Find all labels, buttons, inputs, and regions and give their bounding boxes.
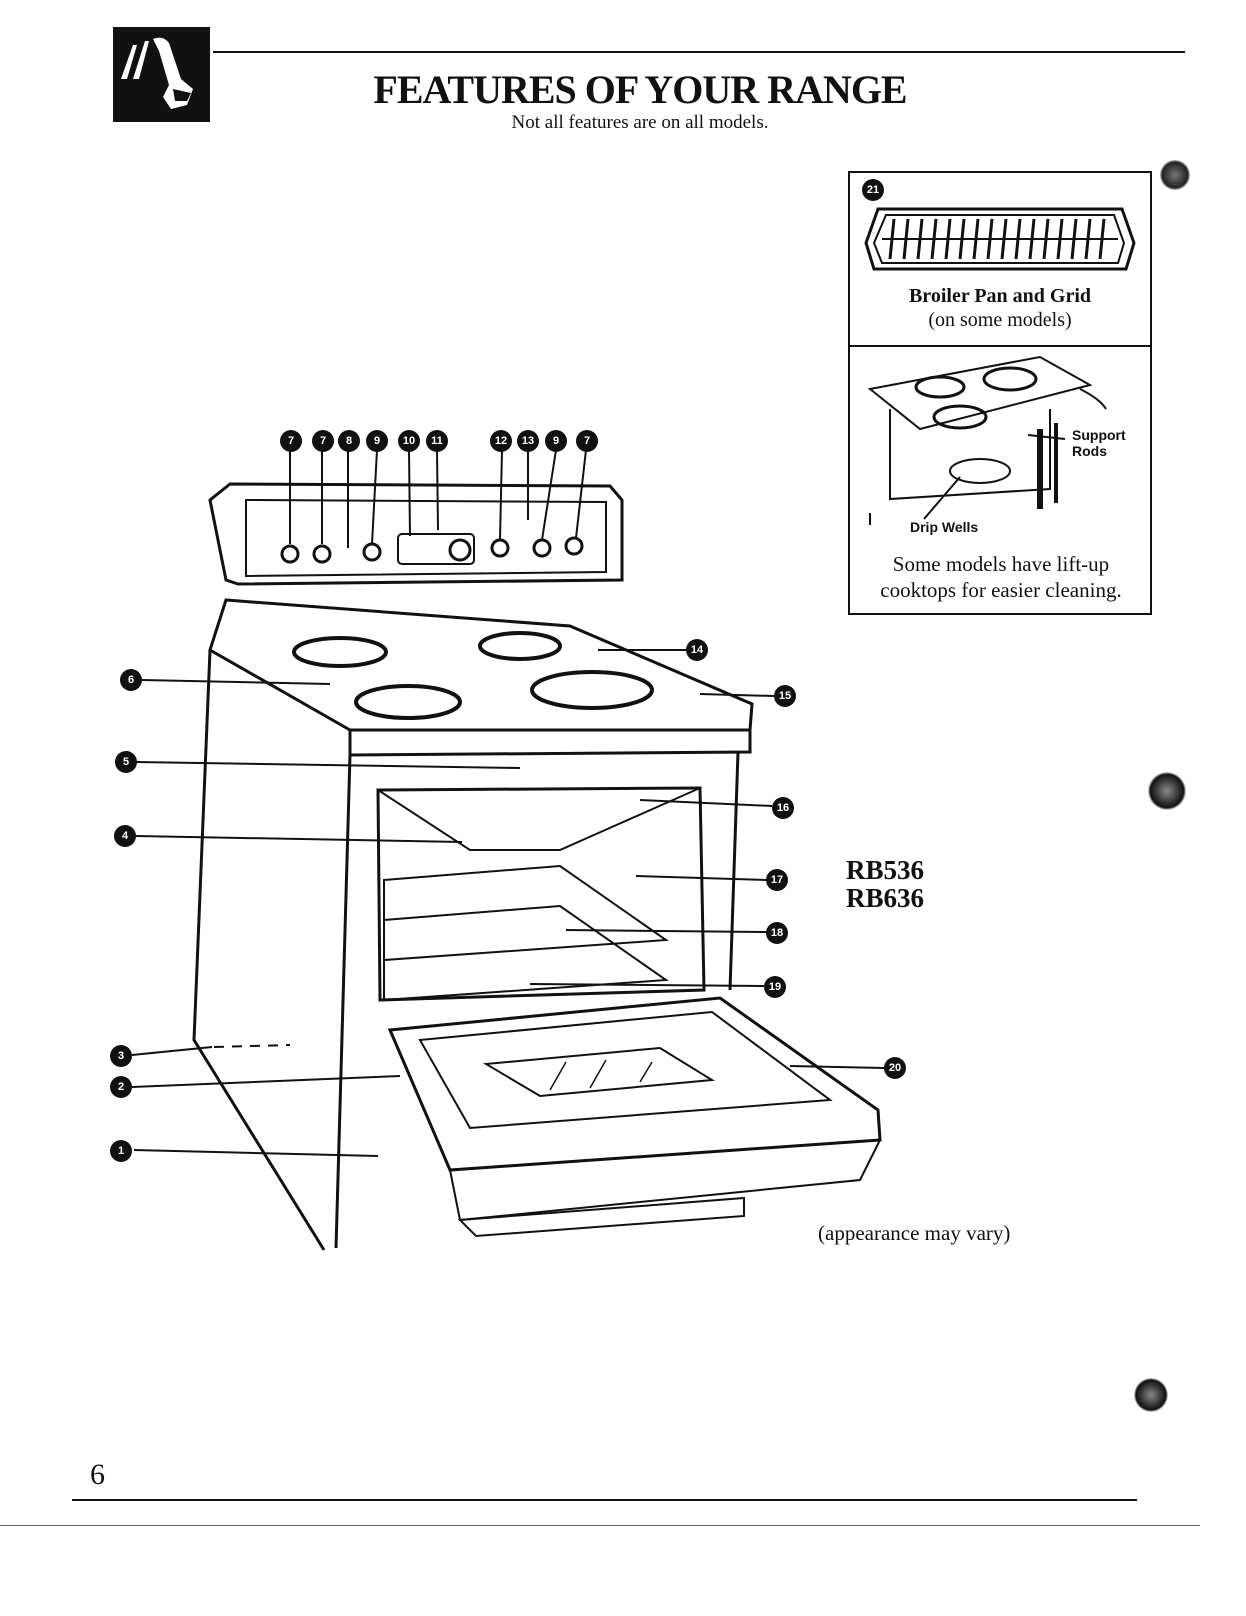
callout-left-3: 3 — [110, 1045, 132, 1067]
footer-edge — [0, 1525, 1200, 1526]
callout-top-4: 9 — [366, 430, 388, 452]
model-number-2: RB636 — [846, 883, 924, 914]
footer-rule — [72, 1499, 1137, 1501]
callout-right-18: 18 — [766, 922, 788, 944]
binder-hole-mark — [1160, 160, 1190, 190]
callout-right-16: 16 — [772, 797, 794, 819]
callout-right-20: 20 — [884, 1057, 906, 1079]
callout-left-5: 5 — [115, 751, 137, 773]
binder-hole-mark — [1134, 1378, 1168, 1412]
page-number: 6 — [90, 1458, 105, 1492]
callout-right-15: 15 — [774, 685, 796, 707]
callout-top-8: 13 — [517, 430, 539, 452]
callout-top-3: 8 — [338, 430, 360, 452]
callout-top-9: 9 — [545, 430, 567, 452]
callout-right-17: 17 — [766, 869, 788, 891]
callout-right-19: 19 — [764, 976, 786, 998]
callout-top-5: 10 — [398, 430, 420, 452]
callout-top-10: 7 — [576, 430, 598, 452]
binder-hole-mark — [1148, 772, 1186, 810]
callout-top-2: 7 — [312, 430, 334, 452]
callout-left-6: 6 — [120, 669, 142, 691]
callout-top-1: 7 — [280, 430, 302, 452]
model-number-1: RB536 — [846, 855, 924, 886]
callout-left-4: 4 — [114, 825, 136, 847]
callout-top-7: 12 — [490, 430, 512, 452]
callout-top-6: 11 — [426, 430, 448, 452]
callout-left-2: 2 — [110, 1076, 132, 1098]
appearance-note: (appearance may vary) — [818, 1221, 1010, 1246]
callout-right-14: 14 — [686, 639, 708, 661]
callout-left-1: 1 — [110, 1140, 132, 1162]
